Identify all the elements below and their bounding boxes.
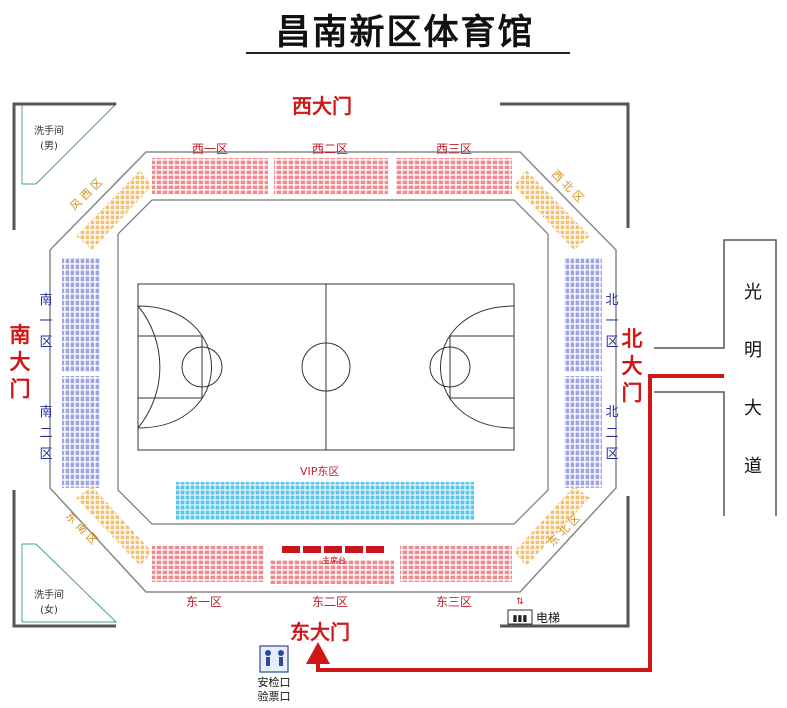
arena-outer-ring bbox=[49, 151, 617, 593]
svg-text:▮▮▮: ▮▮▮ bbox=[513, 614, 528, 624]
vip-stand bbox=[176, 482, 474, 520]
gate-south: 南大门 bbox=[9, 323, 31, 401]
road-edges bbox=[654, 239, 777, 516]
south-stands bbox=[62, 258, 100, 488]
zone-vip: VIP东区 bbox=[300, 465, 340, 478]
north-stands bbox=[564, 258, 602, 488]
security-line1: 安检口 bbox=[257, 676, 291, 689]
west-stands bbox=[152, 158, 512, 194]
zone-west1: 西一区 bbox=[192, 142, 229, 156]
title-underline bbox=[246, 52, 570, 54]
zone-rostrum: 主席台 bbox=[322, 556, 346, 565]
east-stands bbox=[152, 546, 512, 584]
restroom-women-line1: 洗手间 bbox=[34, 590, 64, 601]
zone-south1: 南一区 bbox=[39, 293, 53, 350]
road-name: 光明大道 bbox=[744, 282, 762, 477]
route-arrow bbox=[306, 374, 724, 672]
restroom-women-room bbox=[21, 543, 118, 623]
zone-north2: 北二区 bbox=[605, 405, 619, 462]
svg-text:⇅: ⇅ bbox=[516, 597, 524, 607]
elevator-label: 电梯 bbox=[536, 611, 561, 625]
restroom-men-line2: (男) bbox=[40, 141, 58, 152]
zone-east2: 东二区 bbox=[312, 595, 349, 609]
security-label: 安检口 验票口 bbox=[254, 676, 294, 704]
elevator-icon: ▮▮▮ ⇅ bbox=[507, 597, 533, 625]
zone-east3: 东三区 bbox=[436, 595, 473, 609]
gate-north: 北大门 bbox=[621, 327, 643, 405]
arena-inner-ring bbox=[117, 199, 549, 525]
rostrum bbox=[282, 546, 384, 553]
corner-stands bbox=[76, 170, 590, 566]
basketball-court bbox=[137, 283, 515, 451]
zone-north1: 北一区 bbox=[605, 293, 619, 350]
restroom-women-label: 洗手间 (女) bbox=[34, 588, 64, 618]
security-line2: 验票口 bbox=[257, 690, 291, 703]
zone-south2: 南二区 bbox=[39, 405, 53, 462]
restroom-men-label: 洗手间 (男) bbox=[34, 124, 64, 154]
restroom-men-line1: 洗手间 bbox=[34, 126, 64, 137]
zone-east1: 东一区 bbox=[186, 595, 223, 609]
gate-west: 西大门 bbox=[292, 94, 352, 118]
zone-west3: 西三区 bbox=[436, 142, 473, 156]
restroom-women-line2: (女) bbox=[40, 605, 58, 616]
security-icon bbox=[259, 645, 289, 673]
venue-title: 昌南新区体育馆 bbox=[275, 13, 535, 53]
zone-west2: 西二区 bbox=[312, 142, 349, 156]
outer-walls bbox=[12, 102, 630, 628]
gate-east: 东大门 bbox=[290, 620, 350, 644]
